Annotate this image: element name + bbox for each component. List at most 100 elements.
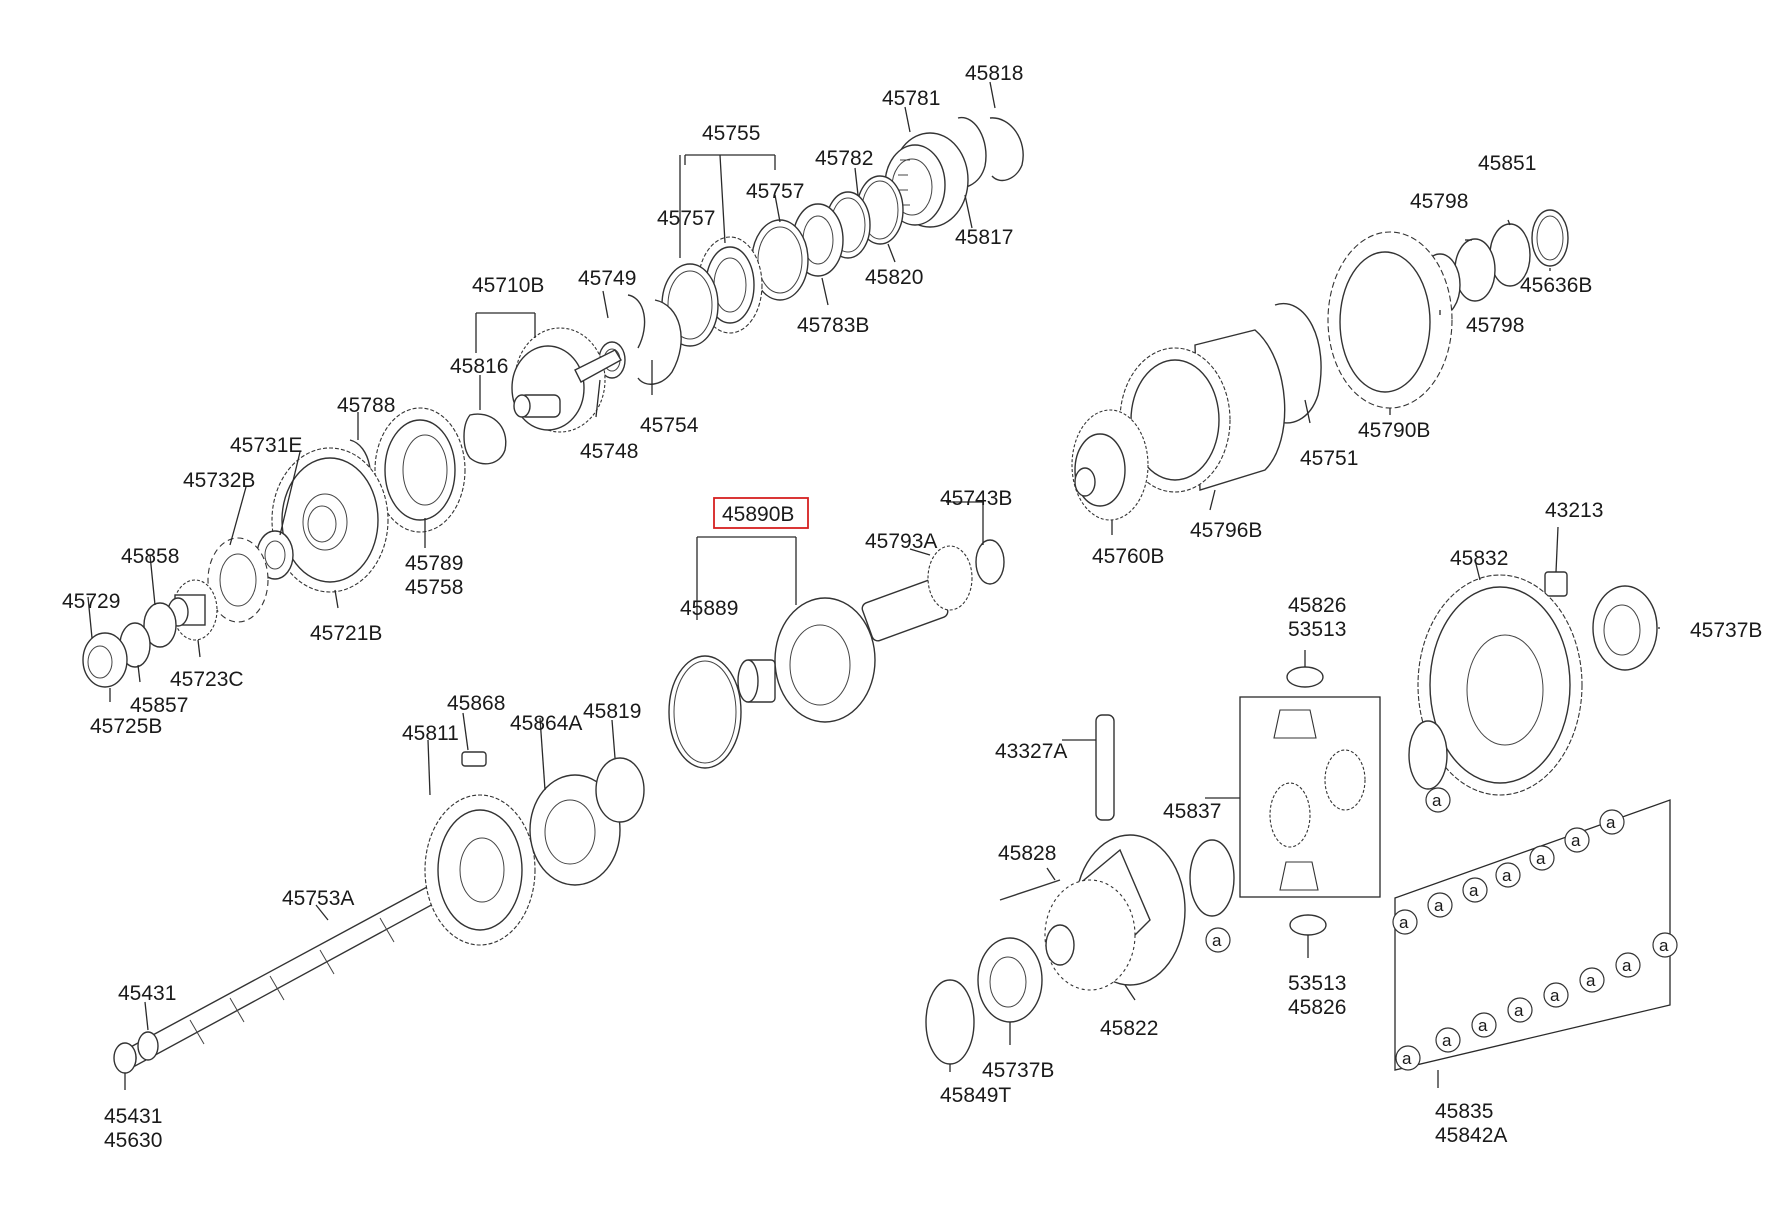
label-45754[interactable]: 45754	[640, 414, 699, 437]
label-45760b[interactable]: 45760B	[1092, 545, 1164, 568]
label-45842a[interactable]: 45842A	[1435, 1124, 1507, 1147]
label-45868[interactable]: 45868	[447, 692, 505, 715]
label-45889[interactable]: 45889	[680, 597, 738, 620]
drum-45790b[interactable]	[1327, 231, 1453, 409]
label-45781[interactable]: 45781	[882, 87, 940, 110]
label-45811[interactable]: 45811	[402, 722, 459, 745]
label-45721b[interactable]: 45721B	[310, 622, 382, 645]
label-45723c[interactable]: 45723C	[170, 668, 244, 691]
label-45732b[interactable]: 45732B	[183, 469, 255, 492]
label-45828[interactable]: 45828	[998, 842, 1056, 865]
clutch-pack-assembly	[1071, 209, 1569, 521]
nut-45819[interactable]	[595, 757, 645, 823]
pinion-gear-bottom[interactable]	[1279, 861, 1319, 891]
label-45751[interactable]: 45751	[1300, 447, 1358, 470]
washer-45858[interactable]	[143, 602, 177, 648]
label-45755[interactable]: 45755	[702, 122, 760, 145]
gear-45721b[interactable]	[271, 447, 389, 593]
label-45835[interactable]: 45835	[1435, 1100, 1493, 1123]
label-45832[interactable]: 45832	[1450, 547, 1508, 570]
bearing-45737b-right[interactable]	[1592, 585, 1658, 671]
label-45857[interactable]: 45857	[130, 694, 188, 717]
bearing-45737b-bottom[interactable]	[977, 937, 1043, 1023]
sprocket-45732b[interactable]	[207, 537, 269, 623]
differential-carrier-45890b[interactable]	[668, 539, 1005, 769]
snap-ring-45818[interactable]	[989, 117, 1024, 182]
label-45731e[interactable]: 45731E	[230, 434, 302, 457]
label-45849t[interactable]: 45849T	[940, 1084, 1011, 1107]
washer-53513-bottom[interactable]	[1289, 914, 1327, 936]
label-45725b[interactable]: 45725B	[90, 715, 162, 738]
washer-45431-b[interactable]	[113, 1042, 137, 1074]
washer-53513-top[interactable]	[1286, 666, 1324, 688]
label-45790b[interactable]: 45790B	[1358, 419, 1430, 442]
label-45748[interactable]: 45748	[580, 440, 638, 463]
label-43327a[interactable]: 43327A	[995, 740, 1067, 763]
label-45819[interactable]: 45819	[583, 700, 641, 723]
bearing-45729[interactable]	[82, 632, 128, 688]
label-45753a[interactable]: 45753A	[282, 887, 354, 910]
shim-45849t[interactable]	[925, 979, 975, 1065]
washer-shim-right[interactable]	[1408, 720, 1448, 790]
label-45816[interactable]: 45816	[450, 355, 508, 378]
label-45710b[interactable]: 45710B	[472, 274, 544, 297]
planetary-45710b[interactable]	[511, 327, 622, 433]
planet-45760b[interactable]	[1071, 409, 1149, 521]
label-45749[interactable]: 45749	[578, 267, 636, 290]
label-45758[interactable]: 45758	[405, 576, 463, 599]
label-45793a[interactable]: 45793A	[865, 530, 937, 553]
label-45743b[interactable]: 45743B	[940, 487, 1012, 510]
label-45737b-right[interactable]: 45737B	[1690, 619, 1762, 642]
side-gear-right[interactable]	[1324, 749, 1366, 811]
pin-43327a[interactable]	[1095, 714, 1115, 821]
label-53513-top[interactable]: 53513	[1288, 618, 1346, 641]
label-45757-right[interactable]: 45757	[746, 180, 804, 203]
bolt-43213[interactable]	[1544, 571, 1568, 597]
pin-45828[interactable]	[999, 879, 1061, 901]
ring-gear-45789[interactable]	[374, 407, 466, 533]
label-45826-top[interactable]: 45826	[1288, 594, 1346, 617]
label-45890b[interactable]: 45890B	[722, 503, 794, 526]
hub-45781[interactable]	[884, 132, 969, 228]
plate-45816[interactable]	[463, 413, 507, 465]
label-45431-bottom[interactable]: 45431	[104, 1105, 162, 1128]
pinion-gear-top[interactable]	[1273, 709, 1317, 739]
label-45431-top[interactable]: 45431	[118, 982, 176, 1005]
label-45798-bottom[interactable]: 45798	[1466, 314, 1524, 337]
label-45820[interactable]: 45820	[865, 266, 923, 289]
bolt-45868[interactable]	[461, 751, 487, 767]
label-45798-top[interactable]: 45798	[1410, 190, 1468, 213]
ring-45749[interactable]	[627, 294, 646, 349]
side-gear-left[interactable]	[1269, 782, 1311, 848]
label-45757-left[interactable]: 45757	[657, 207, 715, 230]
label-45851[interactable]: 45851	[1478, 152, 1536, 175]
ring-gear-45832[interactable]	[1417, 574, 1583, 796]
label-45817[interactable]: 45817	[955, 226, 1013, 249]
washer-45636b[interactable]	[1531, 209, 1569, 267]
label-45729[interactable]: 45729	[62, 590, 120, 613]
label-45782[interactable]: 45782	[815, 147, 873, 170]
gear-45811[interactable]	[424, 794, 536, 946]
label-45826-bottom[interactable]: 45826	[1288, 996, 1346, 1019]
label-45864a[interactable]: 45864A	[510, 712, 582, 735]
label-45858[interactable]: 45858	[121, 545, 179, 568]
label-45837[interactable]: 45837	[1163, 800, 1221, 823]
case-45822[interactable]	[1044, 834, 1186, 991]
washer-45431-a[interactable]	[137, 1031, 159, 1061]
label-45818[interactable]: 45818	[965, 62, 1023, 85]
label-45789[interactable]: 45789	[405, 552, 463, 575]
label-43213[interactable]: 43213	[1545, 499, 1603, 522]
label-45630[interactable]: 45630	[104, 1129, 162, 1152]
label-45783b[interactable]: 45783B	[797, 314, 869, 337]
snap-ring-45751[interactable]	[1274, 302, 1322, 424]
label-53513-bottom[interactable]: 53513	[1288, 972, 1346, 995]
label-45737b-bottom[interactable]: 45737B	[982, 1059, 1054, 1082]
washer-shim-case[interactable]	[1189, 839, 1235, 917]
snap-ring-45754[interactable]	[637, 299, 682, 385]
label-45796b[interactable]: 45796B	[1190, 519, 1262, 542]
label-45636b[interactable]: 45636B	[1520, 274, 1592, 297]
svg-text:a: a	[1502, 866, 1512, 885]
washer-45798-a[interactable]	[1454, 238, 1496, 302]
label-45788[interactable]: 45788	[337, 394, 395, 417]
label-45822[interactable]: 45822	[1100, 1017, 1158, 1040]
